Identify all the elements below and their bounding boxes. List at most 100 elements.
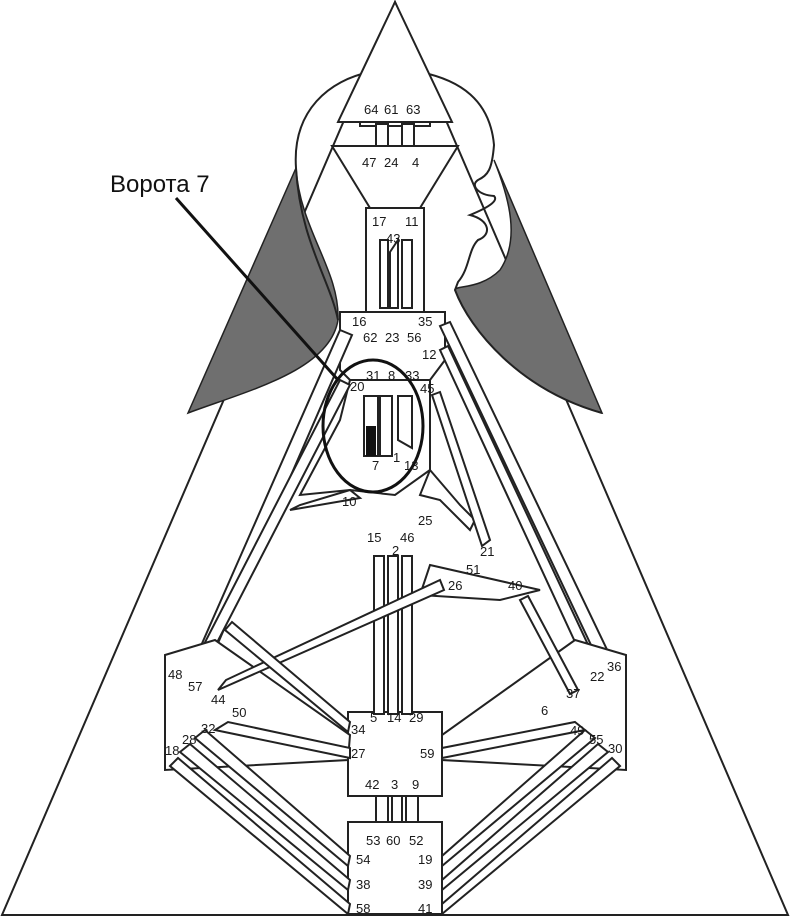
channel-64-47 — [375, 123, 389, 147]
gate-label-64: 64 — [364, 102, 378, 117]
gate-label-55: 55 — [589, 732, 603, 747]
gate-label-34: 34 — [351, 722, 365, 737]
gate-label-50: 50 — [232, 705, 246, 720]
gate-label-45: 45 — [420, 381, 434, 396]
channel-13-33 — [397, 395, 413, 450]
channel-39-55 — [441, 742, 610, 893]
channel-42-53 — [375, 795, 389, 823]
channel-9-52 — [405, 795, 419, 823]
gate-label-52: 52 — [409, 833, 423, 848]
gate-label-57: 57 — [188, 679, 202, 694]
gate-label-33: 33 — [405, 368, 419, 383]
gate-label-29: 29 — [409, 710, 423, 725]
gate-label-1: 1 — [393, 450, 400, 465]
gate-label-61: 61 — [384, 102, 398, 117]
gate-label-4: 4 — [412, 155, 419, 170]
gate-label-8: 8 — [388, 368, 395, 383]
gate-label-44: 44 — [211, 692, 225, 707]
gate-label-9: 9 — [412, 777, 419, 792]
gate-label-20: 20 — [350, 379, 364, 394]
root-center — [347, 821, 443, 915]
gate-label-40: 40 — [508, 578, 522, 593]
gate-label-12: 12 — [422, 347, 436, 362]
gate-label-17: 17 — [372, 214, 386, 229]
gate-label-18: 18 — [165, 743, 179, 758]
gate-label-21: 21 — [480, 544, 494, 559]
channel-19-49 — [441, 728, 597, 869]
gate-label-53: 53 — [366, 833, 380, 848]
gate-label-31: 31 — [366, 368, 380, 383]
gate-label-35: 35 — [418, 314, 432, 329]
gate-label-24: 24 — [384, 155, 398, 170]
channel-3-60 — [391, 795, 403, 823]
right-shoulder-shade — [454, 159, 604, 415]
gate-label-15: 15 — [367, 530, 381, 545]
gate-label-47: 47 — [362, 155, 376, 170]
left-shoulder-shade — [186, 167, 339, 415]
gate-label-16: 16 — [352, 314, 366, 329]
head-profile — [294, 71, 603, 414]
gate-label-11: 11 — [405, 214, 419, 229]
channel-20-57 — [198, 378, 352, 662]
channel-6-59 — [441, 720, 588, 760]
callout-label: Ворота 7 — [110, 171, 210, 198]
gate-label-43: 43 — [386, 231, 400, 246]
channel-57-34 — [223, 620, 352, 734]
gate-label-10: 10 — [342, 494, 356, 509]
channel-10-20 — [289, 488, 363, 511]
callout-pointer — [174, 197, 340, 381]
gate-label-60: 60 — [386, 833, 400, 848]
gate-label-23: 23 — [385, 330, 399, 345]
gate-label-36: 36 — [607, 659, 621, 674]
gate-label-49: 49 — [570, 723, 584, 738]
channel-2-14 — [387, 555, 399, 715]
gate-7-highlight-ellipse — [321, 358, 425, 494]
gate-label-13: 13 — [404, 458, 418, 473]
gate-label-14: 14 — [387, 710, 401, 725]
gate-label-63: 63 — [406, 102, 420, 117]
channel-15-5 — [373, 555, 385, 715]
channel-1-8 — [379, 395, 393, 457]
channel-41-30 — [441, 756, 622, 917]
gate-label-56: 56 — [407, 330, 421, 345]
gate-label-59: 59 — [420, 746, 434, 761]
gate-label-54: 54 — [356, 852, 370, 867]
gate-label-62: 62 — [363, 330, 377, 345]
gate-label-58: 58 — [356, 901, 370, 916]
gate-label-7: 7 — [372, 458, 379, 473]
gate-label-25: 25 — [418, 513, 432, 528]
gate-label-27: 27 — [351, 746, 365, 761]
channel-21-45 — [430, 390, 492, 548]
channel-54-32 — [193, 728, 352, 868]
gate-label-30: 30 — [608, 741, 622, 756]
gate-label-42: 42 — [365, 777, 379, 792]
ego-center — [418, 563, 541, 602]
gate-label-3: 3 — [391, 777, 398, 792]
channel-11-56 — [401, 239, 413, 309]
gate-label-48: 48 — [168, 667, 182, 682]
gate-label-32: 32 — [201, 721, 215, 736]
gate-label-41: 41 — [418, 901, 432, 916]
channel-50-27 — [212, 720, 351, 760]
channel-38-28 — [178, 742, 352, 892]
channel-37-40 — [518, 594, 580, 696]
gate-label-46: 46 — [400, 530, 414, 545]
gate-label-38: 38 — [356, 877, 370, 892]
gate-label-37: 37 — [566, 686, 580, 701]
channel-46-29 — [401, 555, 413, 715]
gate-label-22: 22 — [590, 669, 604, 684]
channel-17-62 — [379, 239, 389, 309]
gate-label-26: 26 — [448, 578, 462, 593]
gate-label-39: 39 — [418, 877, 432, 892]
channel-61-24 — [401, 123, 415, 147]
gate-label-5: 5 — [370, 710, 377, 725]
gate-7-highlight — [366, 426, 376, 456]
gate-label-6: 6 — [541, 703, 548, 718]
gate-label-28: 28 — [182, 732, 196, 747]
gate-label-2: 2 — [392, 543, 399, 558]
channel-25-51 — [418, 468, 477, 532]
gate-label-19: 19 — [418, 852, 432, 867]
channel-43-23 — [389, 236, 399, 309]
